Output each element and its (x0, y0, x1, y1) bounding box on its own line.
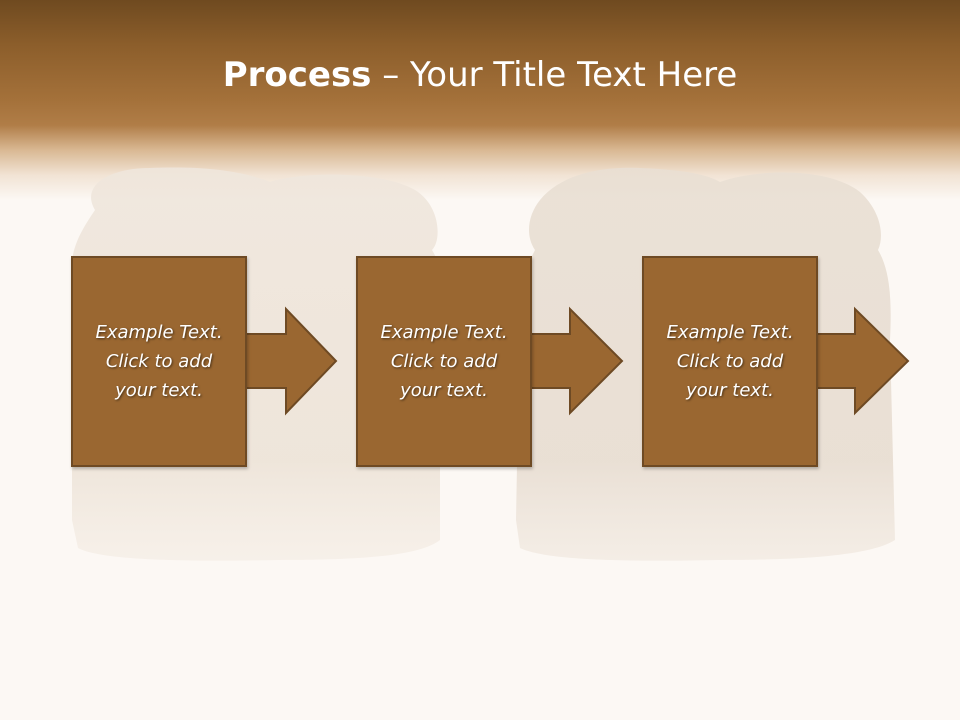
title-bold: Process (222, 55, 372, 95)
slide-title[interactable]: Process – Your Title Text Here (0, 52, 960, 98)
title-rest: – Your Title Text Here (371, 55, 738, 95)
step-box-1[interactable]: Example Text. Click to add your text. (71, 256, 247, 467)
arrow-right-icon (527, 306, 624, 416)
step-box-2[interactable]: Example Text. Click to add your text. (356, 256, 532, 467)
step-box-3[interactable]: Example Text. Click to add your text. (642, 256, 818, 467)
arrow-right-icon (813, 306, 910, 416)
step-text-3: Example Text. Click to add your text. (666, 322, 794, 401)
header-band (0, 0, 960, 200)
step-text-2: Example Text. Click to add your text. (380, 322, 508, 401)
arrow-right-icon (241, 306, 338, 416)
step-text-1: Example Text. Click to add your text. (95, 322, 223, 401)
